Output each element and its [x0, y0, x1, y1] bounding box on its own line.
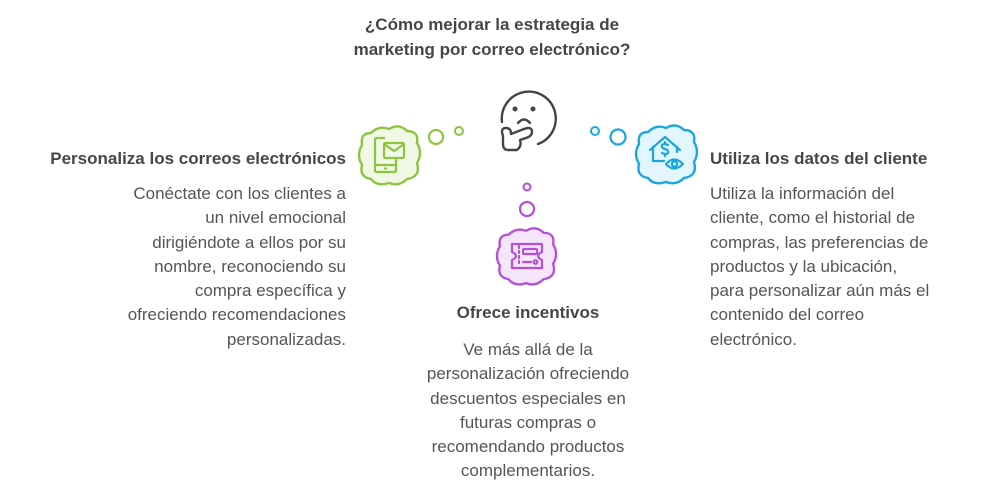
description-line: Ve más allá de la [463, 340, 593, 359]
description-line: Utiliza la información del [710, 184, 895, 203]
description-line: compras, las preferencias de [710, 232, 929, 252]
diagram-title: ¿Cómo mejorar la estrategia de marketing… [342, 12, 642, 62]
description-line: complementarios. [460, 461, 596, 481]
description-line: un nivel emocional [205, 208, 346, 228]
personalize-heading: Personaliza los correos electrónicos [50, 149, 346, 168]
customer-data-heading: Utiliza los datos del cliente [710, 149, 928, 168]
description-line: personalizadas. [226, 329, 346, 349]
personalize-description: Conéctate con los clientes a un nivel em… [76, 182, 346, 352]
customer-data-description: Utiliza la información del cliente, como… [710, 182, 970, 352]
house-dollar-eye-icon [648, 135, 685, 170]
title-line-1: ¿Cómo mejorar la estrategia de [364, 15, 620, 34]
description-line: electrónico. [710, 329, 797, 349]
thought-bubble-dots-purple [518, 182, 536, 218]
description-line: ofreciendo recomendaciones [127, 305, 346, 325]
coupon-ticket-icon [510, 242, 544, 270]
description-line: recomendando productos [431, 437, 625, 457]
description-line: personalización ofreciendo [426, 364, 630, 384]
description-line: Conéctate con los clientes a [133, 184, 346, 203]
description-line: nombre, reconociendo su [154, 256, 346, 276]
description-line: futuras compras o [459, 412, 597, 432]
description-line: compra específica y [194, 281, 346, 301]
description-line: dirigiéndote a ellos por su [152, 232, 346, 252]
mobile-email-icon [373, 136, 406, 174]
incentives-description: Ve más allá de la personalización ofreci… [392, 338, 664, 484]
description-line: cliente, como el historial de [710, 208, 916, 228]
description-line: para personalizar aún más el [710, 281, 930, 301]
incentives-heading: Ofrece incentivos [456, 303, 600, 322]
thought-bubble-dots-blue [590, 126, 627, 146]
title-line-2: marketing por correo electrónico? [353, 40, 631, 59]
description-line: productos y la ubicación, [710, 256, 898, 276]
purple-cloud-bubble [495, 227, 558, 286]
description-line: contenido del correo [710, 305, 865, 325]
description-line: descuentos especiales en [430, 388, 626, 408]
thinking-face-icon [500, 90, 557, 152]
thought-bubble-dots-green [427, 126, 464, 146]
